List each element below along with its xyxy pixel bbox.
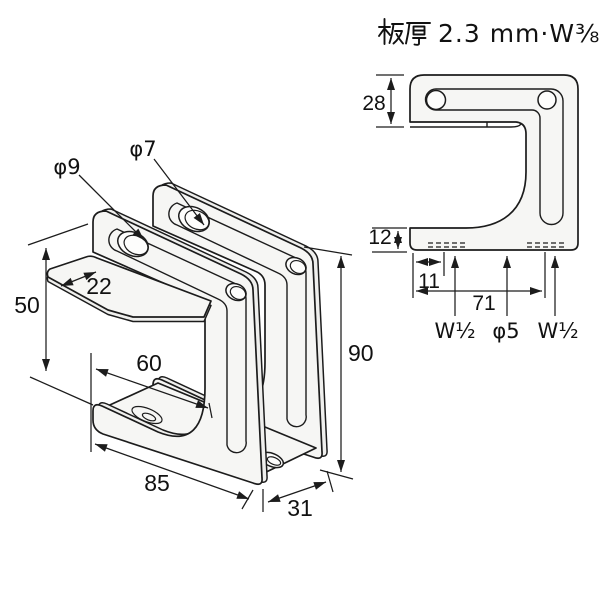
dim-31-text: 31: [287, 495, 313, 521]
dim-60-text: 60: [136, 350, 162, 376]
callout-w-right-text: W½: [537, 319, 578, 343]
far-corner-hole-bore: [289, 259, 307, 275]
title-kanji-itaatsu: [378, 18, 431, 46]
dim-28-text: 28: [362, 92, 385, 115]
dim-71: 71: [416, 252, 546, 315]
dim-12-text: 12: [368, 226, 391, 249]
callout-phi9: φ9: [53, 155, 145, 241]
dim-71-text: 71: [472, 292, 495, 315]
bottom-arm-dimple-bore: [141, 412, 157, 422]
side-hidden-holes: [428, 242, 564, 248]
title-value: 2.3 mm·W⅜: [438, 19, 600, 48]
callout-w-left-text: W½: [434, 319, 475, 343]
side-hole-right: [537, 90, 557, 110]
dim-31: 31: [262, 470, 334, 521]
dim-28: 28: [362, 74, 404, 128]
dim-60: 60: [90, 350, 213, 452]
callout-phi9-text: φ9: [53, 155, 80, 179]
dim-11-text: 11: [418, 270, 440, 293]
dim-50-text: 50: [14, 292, 40, 318]
bottom-arm-dimple: [131, 405, 163, 425]
side-groove: [424, 88, 564, 226]
side-hole-left: [425, 89, 447, 111]
iso-view: φ9 φ7 22 50 60 85: [14, 137, 373, 521]
base-plate-hole-bore: [266, 456, 282, 466]
dim-22-text: 22: [86, 273, 112, 299]
callout-phi7: φ7: [129, 137, 205, 226]
side-arm-thickness-line: [410, 123, 522, 128]
drawing-title: 2.3 mm·W⅜: [378, 18, 600, 48]
side-plate-outline: [409, 74, 579, 251]
callout-w-left: W½: [434, 256, 476, 343]
dim-90: 90: [303, 246, 374, 480]
dim-50: 50: [14, 223, 94, 406]
dim-22: 22: [60, 271, 112, 299]
callout-phi5: φ5: [492, 256, 520, 343]
side-view: 28 12 11 71 W½ φ5: [362, 74, 579, 343]
far-slot-hole-bore: [184, 209, 210, 231]
callout-phi7-text: φ7: [129, 137, 156, 161]
callout-phi5-text: φ5: [492, 319, 519, 343]
callout-w-right: W½: [537, 256, 579, 343]
dim-12: 12: [368, 226, 407, 253]
dim-85-text: 85: [144, 470, 170, 496]
dim-85: 85: [94, 443, 254, 510]
dim-90-text: 90: [348, 340, 374, 366]
near-corner-hole-bore: [229, 285, 247, 301]
